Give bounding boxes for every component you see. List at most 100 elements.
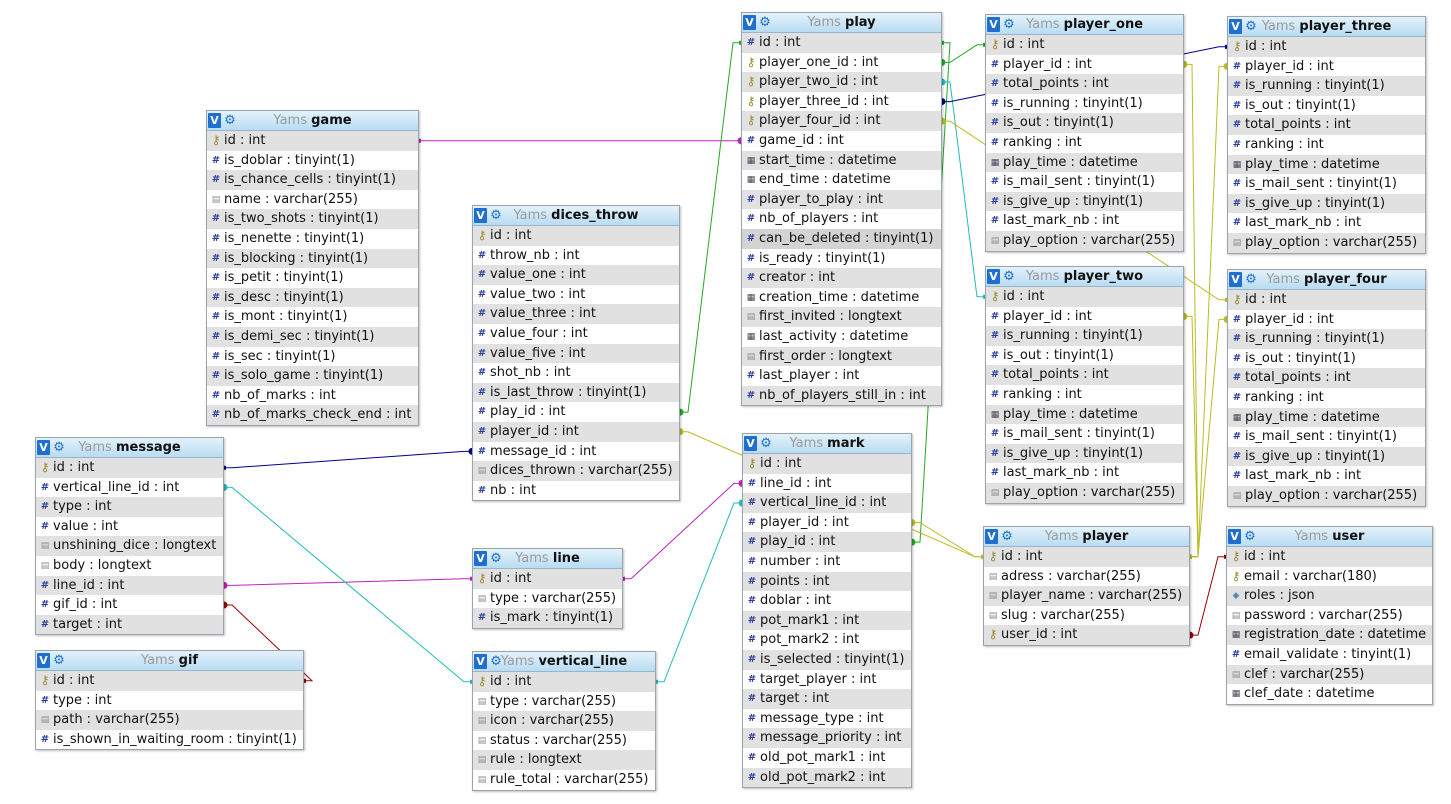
table-header[interactable]: V⚙Yams play	[742, 13, 941, 33]
column-row[interactable]: slug : varchar(255)	[984, 606, 1189, 626]
column-row[interactable]: play_id : int	[473, 402, 679, 422]
column-row[interactable]: is_out : tinyint(1)	[1228, 349, 1425, 369]
gear-icon[interactable]: ⚙	[490, 654, 502, 669]
gear-icon[interactable]: ⚙	[759, 15, 771, 30]
column-row[interactable]: last_activity : datetime	[742, 327, 941, 347]
column-row[interactable]: pot_mark2 : int	[743, 630, 911, 650]
column-row[interactable]: email_validate : tinyint(1)	[1227, 645, 1432, 665]
column-row[interactable]: last_player : int	[742, 366, 941, 386]
column-row[interactable]: type : int	[36, 691, 303, 711]
table-game[interactable]: V⚙Yams gameid : intis_doblar : tinyint(1…	[206, 110, 419, 426]
column-row[interactable]: id : int	[473, 569, 622, 589]
column-row[interactable]: points : int	[743, 571, 911, 592]
column-row[interactable]: total_points : int	[1228, 368, 1425, 388]
gear-icon[interactable]: ⚙	[490, 551, 502, 566]
column-row[interactable]: is_running : tinyint(1)	[1228, 76, 1425, 96]
column-row[interactable]: value : int	[36, 517, 223, 537]
toggle-icon[interactable]: V	[985, 529, 998, 544]
table-user[interactable]: V⚙Yams userid : intemail : varchar(180)r…	[1226, 526, 1433, 705]
table-player-three[interactable]: V⚙Yams player_threeid : intplayer_id : i…	[1227, 16, 1426, 254]
column-row[interactable]: clef_date : datetime	[1227, 684, 1432, 704]
column-row[interactable]: is_out : tinyint(1)	[986, 346, 1183, 366]
column-row[interactable]: target : int	[743, 689, 911, 709]
table-dices-throw[interactable]: V⚙Yams dices_throwid : intthrow_nb : int…	[472, 205, 680, 502]
column-row[interactable]: play_option : varchar(255)	[1228, 485, 1425, 506]
table-gif[interactable]: V⚙Yams gifid : inttype : intpath : varch…	[35, 650, 304, 751]
column-row[interactable]: ranking : int	[986, 385, 1183, 405]
table-header[interactable]: V⚙Yams dices_throw	[473, 206, 679, 226]
column-row[interactable]: type : varchar(255)	[473, 589, 622, 609]
column-row[interactable]: is_running : tinyint(1)	[986, 94, 1183, 114]
column-row[interactable]: player_id : int	[1228, 310, 1425, 330]
column-row[interactable]: play_time : datetime	[986, 404, 1183, 425]
toggle-icon[interactable]: V	[37, 653, 50, 668]
gear-icon[interactable]: ⚙	[1245, 19, 1257, 34]
column-row[interactable]: is_give_up : tinyint(1)	[986, 443, 1183, 464]
column-row[interactable]: gif_id : int	[36, 595, 223, 615]
column-row[interactable]: start_time : datetime	[742, 150, 941, 171]
column-row[interactable]: id : int	[36, 458, 223, 478]
table-player-two[interactable]: V⚙Yams player_twoid : intplayer_id : int…	[985, 266, 1184, 504]
column-row[interactable]: target : int	[36, 614, 223, 635]
column-row[interactable]: play_id : int	[743, 532, 911, 552]
table-header[interactable]: V⚙Yams game	[207, 111, 418, 131]
column-row[interactable]: is_out : tinyint(1)	[1228, 96, 1425, 116]
column-row[interactable]: id : int	[984, 547, 1189, 567]
gear-icon[interactable]: ⚙	[1003, 17, 1015, 32]
column-row[interactable]: is_running : tinyint(1)	[1228, 329, 1425, 349]
column-row[interactable]: message_priority : int	[743, 728, 911, 748]
column-row[interactable]: player_to_play : int	[742, 189, 941, 210]
column-row[interactable]: play_time : datetime	[1228, 154, 1425, 175]
column-row[interactable]: is_give_up : tinyint(1)	[1228, 446, 1425, 467]
table-header[interactable]: V⚙Yams message	[36, 438, 223, 458]
column-row[interactable]: player_id : int	[743, 513, 911, 533]
column-row[interactable]: path : varchar(255)	[36, 710, 303, 730]
gear-icon[interactable]: ⚙	[53, 653, 65, 668]
column-row[interactable]: player_id : int	[1228, 57, 1425, 77]
column-row[interactable]: is_give_up : tinyint(1)	[986, 191, 1183, 212]
gear-icon[interactable]: ⚙	[53, 440, 65, 455]
column-row[interactable]: is_ready : tinyint(1)	[742, 249, 941, 269]
column-row[interactable]: creator : int	[742, 268, 941, 288]
gear-icon[interactable]: ⚙	[1245, 272, 1257, 287]
column-row[interactable]: rule : longtext	[473, 750, 655, 770]
gear-icon[interactable]: ⚙	[760, 436, 772, 451]
toggle-icon[interactable]: V	[1229, 19, 1242, 34]
column-row[interactable]: player_id : int	[473, 421, 679, 442]
column-row[interactable]: type : varchar(255)	[473, 692, 655, 712]
column-row[interactable]: id : int	[1228, 37, 1425, 57]
column-row[interactable]: is_last_throw : tinyint(1)	[473, 382, 679, 403]
toggle-icon[interactable]: V	[1228, 529, 1241, 544]
column-row[interactable]: is_selected : tinyint(1)	[743, 649, 911, 670]
column-row[interactable]: name : varchar(255)	[207, 190, 418, 210]
column-row[interactable]: is_mail_sent : tinyint(1)	[1228, 174, 1425, 194]
column-row[interactable]: is_solo_game : tinyint(1)	[207, 366, 418, 386]
table-header[interactable]: V⚙Yams mark	[743, 434, 911, 454]
column-row[interactable]: nb_of_marks_check_end : int	[207, 405, 418, 425]
column-row[interactable]: first_invited : longtext	[742, 307, 941, 327]
column-row[interactable]: id : int	[1227, 547, 1432, 567]
column-row[interactable]: id : int	[473, 672, 655, 692]
column-row[interactable]: id : int	[1228, 290, 1425, 310]
toggle-icon[interactable]: V	[987, 17, 1000, 32]
table-line[interactable]: V⚙Yams lineid : inttype : varchar(255)is…	[472, 548, 623, 629]
column-row[interactable]: message_type : int	[743, 709, 911, 729]
column-row[interactable]: is_desc : tinyint(1)	[207, 287, 418, 308]
column-row[interactable]: doblar : int	[743, 591, 911, 611]
gear-icon[interactable]: ⚙	[1244, 529, 1256, 544]
column-row[interactable]: total_points : int	[986, 74, 1183, 94]
column-row[interactable]: nb_of_players : int	[742, 209, 941, 229]
column-row[interactable]: id : int	[207, 131, 418, 151]
toggle-icon[interactable]: V	[987, 269, 1000, 284]
column-row[interactable]: value_four : int	[473, 324, 679, 344]
column-row[interactable]: last_mark_nb : int	[1228, 213, 1425, 233]
column-row[interactable]: vertical_line_id : int	[36, 478, 223, 498]
toggle-icon[interactable]: V	[474, 208, 487, 223]
column-row[interactable]: is_two_shots : tinyint(1)	[207, 209, 418, 229]
column-row[interactable]: ranking : int	[1228, 388, 1425, 408]
column-row[interactable]: is_doblar : tinyint(1)	[207, 151, 418, 171]
toggle-icon[interactable]: V	[744, 436, 757, 451]
column-row[interactable]: last_mark_nb : int	[986, 463, 1183, 483]
table-message[interactable]: V⚙Yams messageid : intvertical_line_id :…	[35, 437, 224, 636]
column-row[interactable]: ranking : int	[1228, 135, 1425, 155]
